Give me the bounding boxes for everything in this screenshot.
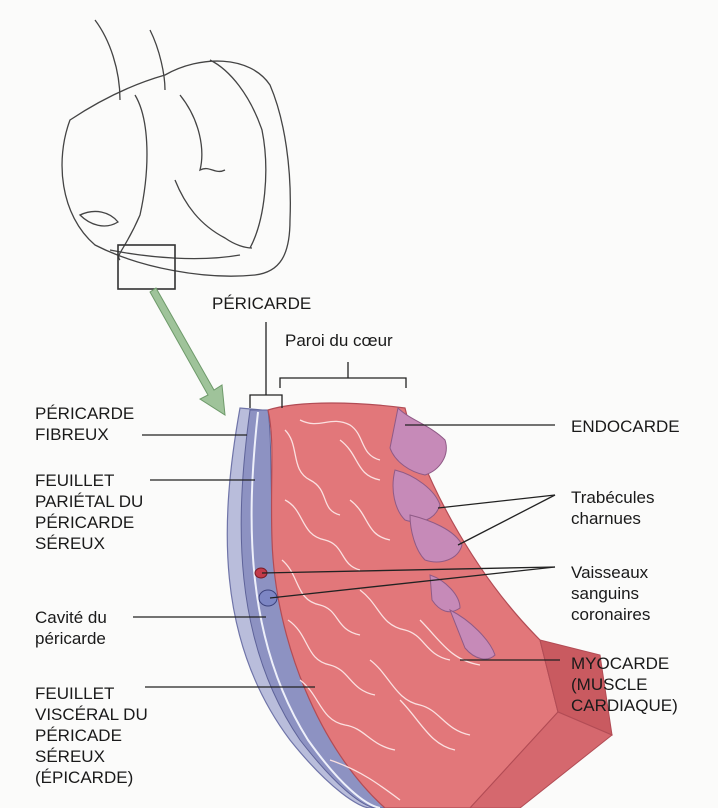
label-vaisseaux: Vaisseaux sanguins coronaires: [571, 562, 650, 625]
paroi-bracket: [280, 362, 406, 388]
label-paroi: Paroi du cœur: [285, 330, 393, 351]
label-feuillet-visceral: FEUILLET VISCÉRAL DU PÉRICADE SÉREUX (ÉP…: [35, 683, 148, 788]
label-endocarde: ENDOCARDE: [571, 416, 680, 437]
label-feuillet-parietal: FEUILLET PARIÉTAL DU PÉRICARDE SÉREUX: [35, 470, 143, 554]
zoom-box: [118, 245, 175, 289]
label-cavite: Cavité du péricarde: [35, 607, 107, 649]
label-pericarde: PÉRICARDE: [212, 293, 311, 314]
label-trabecules: Trabécules charnues: [571, 487, 654, 529]
label-pericarde-fibreux: PÉRICARDE FIBREUX: [35, 403, 134, 445]
heart-outline-icon: [62, 20, 290, 276]
pericarde-bracket: [250, 395, 282, 408]
label-myocarde: MYOCARDE (MUSCLE CARDIAQUE): [571, 653, 678, 716]
